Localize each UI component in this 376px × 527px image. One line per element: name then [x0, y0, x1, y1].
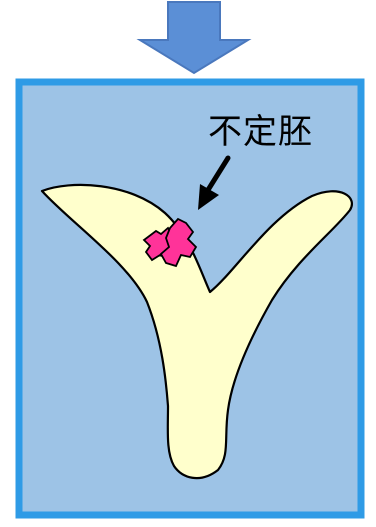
down-arrow-icon	[136, 1, 252, 75]
leaf-tissue	[40, 183, 353, 480]
pointer-arrow-icon	[198, 155, 231, 210]
embryo-lobe-right	[159, 217, 198, 268]
embryo-label: 不定胚	[208, 112, 313, 152]
adventitious-embryo	[142, 217, 198, 268]
